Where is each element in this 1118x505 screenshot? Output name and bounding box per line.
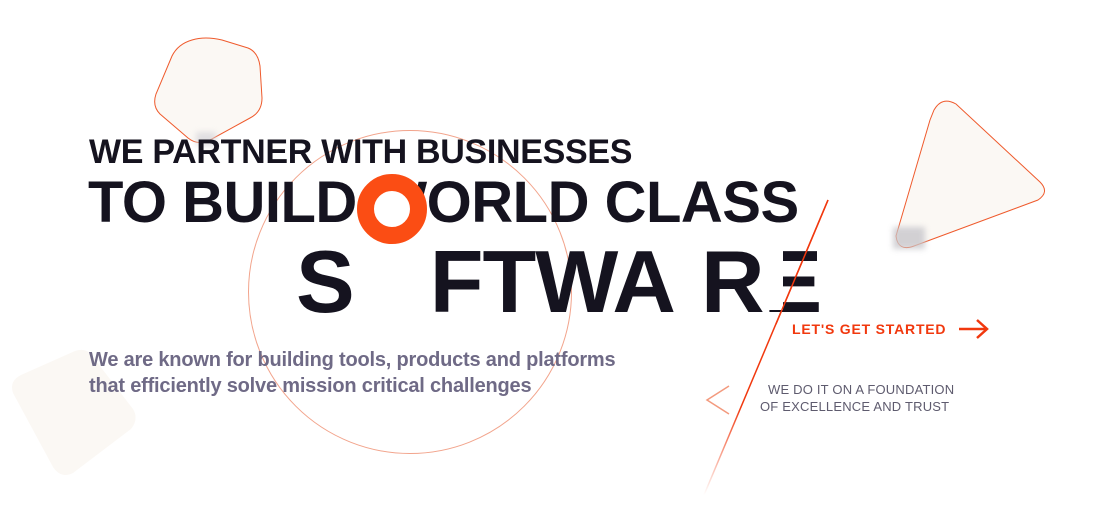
pentagon-shape xyxy=(154,37,263,144)
headline-letters-ftwa: FTWA xyxy=(429,232,676,331)
arrow-right-icon xyxy=(959,319,990,339)
subheading-line: that efficiently solve mission critical … xyxy=(89,375,532,397)
get-started-link[interactable]: LET'S GET STARTED xyxy=(792,318,990,340)
smudge xyxy=(196,132,216,146)
smudge xyxy=(893,227,925,249)
decorative-circle xyxy=(248,130,572,454)
get-started-label: LET'S GET STARTED xyxy=(792,321,947,337)
headline-letters-re: RE xyxy=(700,232,822,331)
rounded-square-shape xyxy=(12,349,136,475)
letter-mask xyxy=(765,248,783,310)
subheading-line: We are known for building tools, product… xyxy=(89,349,616,371)
headline-word-software: SOFTWARE xyxy=(296,174,822,328)
headline-line-1: WE PARTNER WITH BUSINESSES xyxy=(89,133,633,171)
headline-line-2: TO BUILD WORLD CLASS xyxy=(88,170,799,235)
chevron-left-icon[interactable] xyxy=(705,384,731,416)
headline-letter-o: O xyxy=(356,174,427,312)
foundation-text: WE DO IT ON A FOUNDATION OF EXCELLENCE A… xyxy=(760,381,955,415)
hero-subheading: We are known for building tools, product… xyxy=(89,347,616,399)
headline-letter-s: S xyxy=(296,232,355,331)
foundation-line: WE DO IT ON A FOUNDATION xyxy=(768,382,955,397)
foundation-line: OF EXCELLENCE AND TRUST xyxy=(760,399,950,414)
